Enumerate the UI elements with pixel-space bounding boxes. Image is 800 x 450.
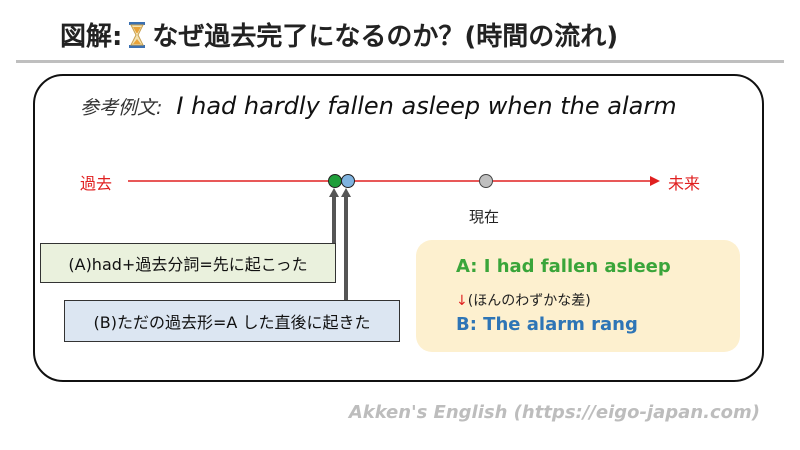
hourglass-icon bbox=[128, 21, 146, 48]
page-title: 図解: なぜ過去完了になるのか？(時間の流れ) bbox=[60, 16, 618, 53]
summary-gap-text: (ほんのわずかな差) bbox=[467, 293, 591, 309]
example-label: 参考例文: bbox=[80, 97, 163, 119]
title-bar: 図解: なぜ過去完了になるのか？(時間の流れ) bbox=[0, 0, 800, 63]
summary-a: A: I had fallen asleep bbox=[456, 256, 671, 277]
footer-credit: Akken's English (https://eigo-japan.com) bbox=[348, 402, 760, 423]
title-text: なぜ過去完了になるのか？(時間の流れ) bbox=[152, 22, 619, 52]
explanation-box-a: (A)had+過去分詞=先に起こった bbox=[40, 243, 336, 283]
summary-gap: ↓(ほんのわずかな差) bbox=[456, 290, 591, 310]
explanation-box-b: (B)ただの過去形=A した直後に起きた bbox=[64, 300, 400, 342]
explanation-a-text: (A)had+過去分詞=先に起こった bbox=[68, 255, 308, 274]
arrow-a-shaft bbox=[332, 196, 336, 258]
timeline-now-label: 現在 bbox=[469, 208, 500, 226]
timeline-past-label: 過去 bbox=[80, 174, 113, 193]
summary-panel: A: I had fallen asleep ↓(ほんのわずかな差) B: Th… bbox=[416, 240, 740, 352]
summary-b: B: The alarm rang bbox=[456, 314, 638, 335]
point-a bbox=[328, 174, 342, 188]
title-divider bbox=[16, 60, 784, 63]
point-b bbox=[341, 174, 355, 188]
example-text: I had hardly fallen asleep when the alar… bbox=[176, 92, 677, 120]
down-arrow-icon: ↓ bbox=[456, 293, 468, 309]
title-prefix: 図解: bbox=[60, 22, 123, 52]
explanation-b-text: (B)ただの過去形=A した直後に起きた bbox=[93, 313, 371, 332]
arrow-b-head bbox=[341, 188, 351, 197]
arrow-b-shaft bbox=[344, 196, 348, 306]
example-sentence: 参考例文: I had hardly fallen asleep when th… bbox=[80, 92, 677, 120]
point-now bbox=[479, 174, 493, 188]
arrow-a-head bbox=[329, 188, 339, 197]
timeline-arrowhead bbox=[650, 176, 660, 186]
timeline-future-label: 未来 bbox=[668, 174, 701, 193]
